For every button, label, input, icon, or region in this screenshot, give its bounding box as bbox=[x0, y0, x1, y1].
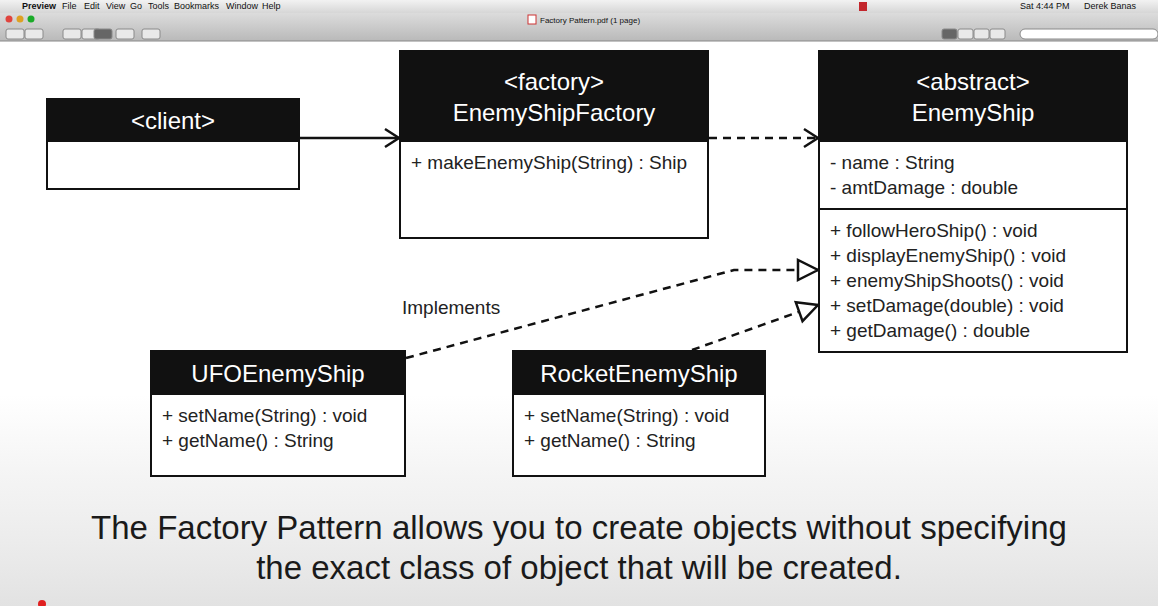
class-name: RocketEnemyShip bbox=[540, 358, 737, 389]
association-line bbox=[300, 137, 399, 140]
class-box: <abstract> EnemyShip - name : String- amt… bbox=[818, 50, 1128, 353]
caption: The Factory Pattern allows you to create… bbox=[74, 508, 1084, 588]
menu-bar bbox=[0, 0, 1158, 13]
class-member: + getName() : String bbox=[524, 428, 754, 453]
class-member: + getName() : String bbox=[162, 428, 394, 453]
window-title: Factory Pattern.pdf (1 page) bbox=[540, 14, 640, 27]
class-header: <client> bbox=[48, 100, 298, 142]
member-section: + followHeroShip() : void+ displayEnemyS… bbox=[820, 208, 1126, 351]
edge-label: Implements bbox=[400, 297, 502, 319]
caption-block: The Factory Pattern allows you to create… bbox=[0, 508, 1158, 588]
class-name: UFOEnemyShip bbox=[191, 358, 364, 389]
menu-item: File bbox=[62, 0, 77, 13]
member-section: - name : String- amtDamage : double bbox=[820, 142, 1126, 208]
class-name: <abstract> EnemyShip bbox=[873, 66, 1073, 128]
association-line bbox=[709, 137, 818, 140]
menu-item: Window bbox=[226, 0, 258, 13]
toolbar bbox=[0, 13, 1158, 41]
class-member: + displayEnemyShip() : void bbox=[830, 243, 1116, 268]
zoom-button bbox=[28, 16, 35, 23]
menu-item: Preview bbox=[22, 0, 56, 13]
minimize-button bbox=[17, 16, 24, 23]
member-section bbox=[48, 142, 298, 188]
class-member: + setName(String) : void bbox=[524, 403, 754, 428]
arrowhead bbox=[385, 129, 399, 147]
menu-item: View bbox=[106, 0, 125, 13]
pdf-icon bbox=[528, 15, 536, 24]
class-member: + enemyShipShoots() : void bbox=[830, 268, 1116, 293]
member-section: + setName(String) : void+ getName() : St… bbox=[514, 395, 764, 475]
class-box: <factory> EnemyShipFactory + makeEnemyShi… bbox=[399, 50, 709, 239]
menu-item: Tools bbox=[148, 0, 169, 13]
class-member: + setDamage(double) : void bbox=[830, 293, 1116, 318]
class-box: <client> bbox=[46, 98, 300, 190]
class-header: <factory> EnemyShipFactory bbox=[401, 52, 707, 142]
menu-item: Derek Banas bbox=[1084, 0, 1136, 13]
arrowhead bbox=[796, 302, 818, 321]
class-member: - amtDamage : double bbox=[830, 175, 1116, 200]
class-header: <abstract> EnemyShip bbox=[820, 52, 1126, 142]
class-member: + makeEnemyShip(String) : Ship bbox=[411, 150, 697, 175]
arrowhead bbox=[804, 129, 818, 147]
class-member: + followHeroShip() : void bbox=[830, 218, 1116, 243]
class-member: + setName(String) : void bbox=[162, 403, 394, 428]
class-header: RocketEnemyShip bbox=[514, 352, 764, 395]
class-name: <client> bbox=[131, 105, 215, 136]
member-section: + setName(String) : void+ getName() : St… bbox=[152, 395, 404, 475]
toolbar-border bbox=[0, 41, 1158, 42]
class-box: RocketEnemyShip + setName(String) : void+… bbox=[512, 350, 766, 477]
class-member: + getDamage() : double bbox=[830, 318, 1116, 343]
toolbar-buttons bbox=[6, 29, 1158, 39]
member-section: + makeEnemyShip(String) : Ship bbox=[401, 142, 707, 237]
arrowhead bbox=[798, 260, 818, 280]
class-box: UFOEnemyShip + setName(String) : void+ ge… bbox=[150, 350, 406, 477]
menu-item: Help bbox=[262, 0, 281, 13]
menu-item: Edit bbox=[84, 0, 100, 13]
class-name: <factory> EnemyShipFactory bbox=[429, 66, 679, 128]
menu-item: Sat 4:44 PM bbox=[1020, 0, 1070, 13]
menu-item: Bookmarks bbox=[174, 0, 219, 13]
status-icon bbox=[859, 2, 867, 11]
class-member: - name : String bbox=[830, 150, 1116, 175]
progress-dot bbox=[38, 600, 46, 606]
close-button bbox=[6, 16, 13, 23]
class-header: UFOEnemyShip bbox=[152, 352, 404, 395]
menu-item: Go bbox=[130, 0, 142, 13]
